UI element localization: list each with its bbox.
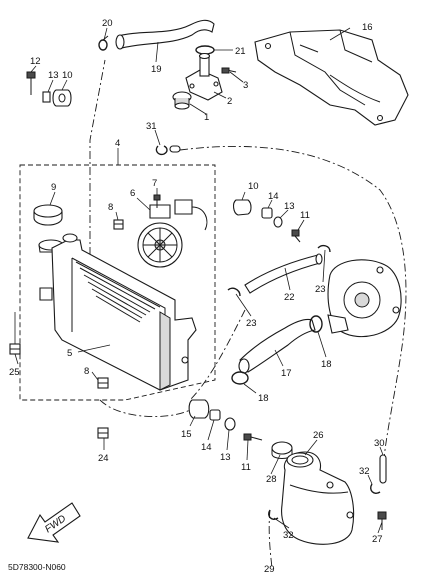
part-10-grommet-right [233,199,252,216]
part-26-reservoir-tank [281,451,355,545]
callout-27: 27 [372,534,383,545]
callout-20: 20 [102,18,113,29]
part-17-water-hose [238,318,316,374]
callout-3: 3 [243,80,248,91]
part-5-radiator [39,233,197,391]
part-23-clamp-upper [317,244,331,253]
callout-18-right: 18 [321,359,332,370]
part-13-washer-lower [224,417,236,431]
callout-11-lower: 11 [241,462,251,473]
part-31-hose-clip [155,145,181,156]
part-11-bolt [291,229,301,243]
part-15-grommet [188,399,210,419]
diagram-code: 5D78300-N060 [8,562,66,572]
callout-11-right: 11 [300,210,310,221]
part-14-collar [261,207,273,219]
part-23-clamp-lower [227,287,241,297]
callout-10-right: 10 [248,181,259,192]
part-3-bolt [221,67,237,74]
callout-29: 29 [264,564,275,573]
callout-19: 19 [151,64,162,75]
callout-leaders [14,27,384,534]
callout-13-upper: 13 [48,70,59,81]
radiator-assembly-boundary [19,148,216,401]
callout-5: 5 [67,348,72,359]
callout-26: 26 [313,430,324,441]
part-18-clamp-lower [231,371,249,385]
part-13-washer [273,216,283,228]
part-10-grommet [52,89,72,107]
fwd-direction-arrow [27,502,81,543]
part-16-duct-cover [254,29,409,126]
callout-1: 1 [204,112,209,123]
callout-12: 12 [30,56,41,67]
callout-13-right: 13 [284,201,295,212]
part-14-collar-lower [209,409,221,421]
part-6-fan-motor [137,199,208,268]
callout-31: 31 [146,121,157,132]
part-11-bolt-lower [243,433,263,441]
callout-2: 2 [227,96,232,107]
water-pump-housing [327,259,402,338]
callout-14-right: 14 [268,191,279,202]
callout-32-left: 32 [283,530,294,541]
part-12-bolt [26,71,36,95]
callout-18-lower: 18 [258,393,269,404]
callout-23-lower: 23 [246,318,257,329]
part-8-nut-lower [97,377,109,389]
callout-7: 7 [152,178,157,189]
part-1-thermostat [172,91,192,110]
callout-22: 22 [284,292,295,303]
part-20-hose-clamp [98,35,109,51]
part-18-clamp-upper [309,315,323,333]
callout-30: 30 [374,438,385,449]
callout-6: 6 [130,188,135,199]
callout-23-upper: 23 [315,284,326,295]
callout-labels: 20 19 21 3 2 1 16 12 13 10 31 4 9 7 6 8 … [9,18,385,573]
part-32-clip-left [268,509,279,520]
callout-10-upper: 10 [62,70,73,81]
callout-4: 4 [115,138,120,149]
part-32-clip-right [370,483,381,494]
callout-24: 24 [98,453,109,464]
part-22-water-hose [244,253,323,294]
callout-8-upper: 8 [108,202,113,213]
callout-13-lower: 13 [220,452,231,463]
part-27-bolt [377,511,387,530]
part-30-overflow-hose [379,454,387,484]
part-9-radiator-cap [33,204,64,253]
callout-21: 21 [235,46,246,57]
callout-14-lower: 14 [201,442,212,453]
hose-routing-line [89,59,407,569]
callout-28: 28 [266,474,277,485]
part-21-hose-clamp [195,45,215,55]
callout-8-lower: 8 [84,366,89,377]
callout-25: 25 [9,367,20,378]
part-24-nut [97,427,109,439]
part-13-collar [42,91,51,103]
callout-9: 9 [51,182,56,193]
callout-32-right: 32 [359,466,370,477]
part-25-nut [9,312,21,355]
part-2-thermostat-cover [185,52,223,101]
callout-16: 16 [362,22,373,33]
part-8-nut [113,219,124,230]
part-19-upper-hose [115,19,215,50]
callout-15: 15 [181,429,192,440]
callout-17: 17 [281,368,292,379]
